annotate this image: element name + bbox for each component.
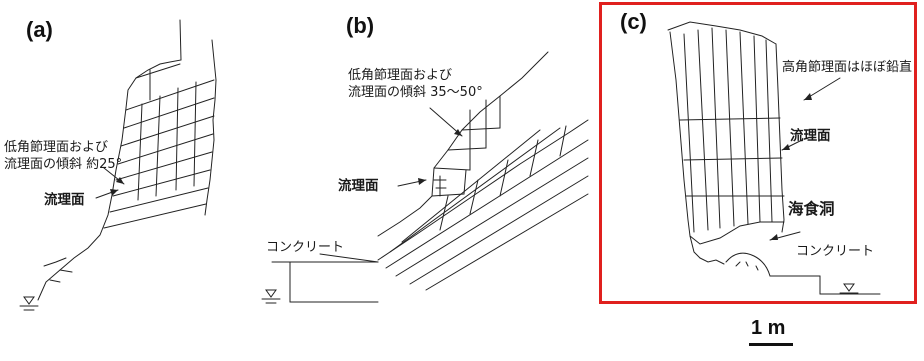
panel-b-water-level-icon (261, 289, 281, 304)
panel-c-cave-label: 海食洞 (788, 200, 835, 218)
panel-c-highlight-box (599, 2, 917, 304)
panel-a-dip-label-line1: 低角節理面および (4, 140, 109, 155)
panel-c-flow-label: 流理面 (790, 128, 831, 144)
panel-a-cliff (37, 19, 217, 301)
panel-c-concrete-wall (769, 275, 881, 295)
scale-bar-line (749, 343, 793, 346)
panel-b-cliff (377, 51, 589, 291)
panel-c-cliff (667, 21, 785, 277)
panel-a-dip-label-line2: 流理面の傾斜 約25° (4, 157, 123, 172)
panel-c-letter: (c) (620, 9, 647, 34)
panel-a-water-level-icon (19, 296, 39, 311)
panel-a-flow-label: 流理面 (44, 192, 85, 208)
panel-b-concrete-wall (271, 261, 379, 303)
scale-bar-label: 1 m (751, 317, 786, 339)
panel-c-concrete-label: コンクリート (796, 244, 875, 259)
panel-a-letter: (a) (26, 17, 53, 42)
panel-b-dip-label-line1: 低角節理面および (348, 68, 453, 83)
panel-c-water-level-icon (839, 283, 859, 294)
panel-b-flow-label: 流理面 (338, 178, 379, 194)
panel-c-joint-label: 高角節理面はほぼ鉛直 (782, 60, 913, 75)
panel-b-concrete-label: コンクリート (266, 240, 345, 255)
panel-b-letter: (b) (346, 13, 375, 38)
panel-b-dip-label-line2: 流理面の傾斜 35～50° (348, 85, 483, 100)
panel-b-concrete-leader (319, 253, 379, 263)
